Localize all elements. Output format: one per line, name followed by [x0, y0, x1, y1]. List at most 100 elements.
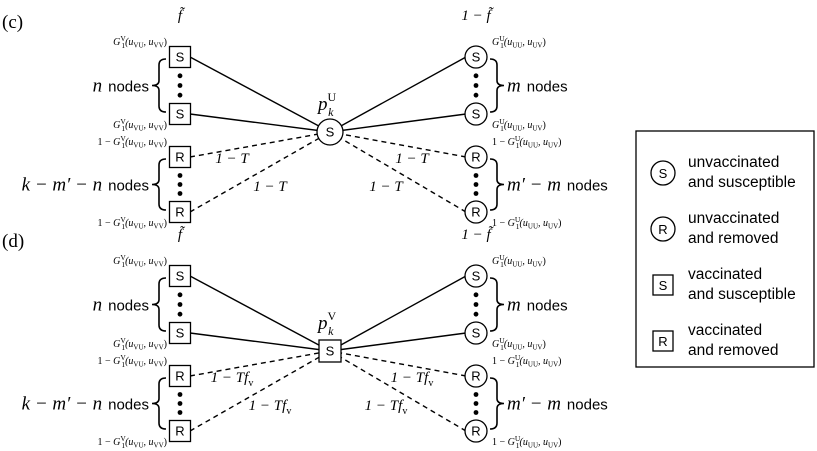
solid-edge — [329, 332, 467, 352]
legend-circle-icon — [650, 160, 676, 186]
solid-edge — [189, 113, 331, 133]
ellipsis-dot — [473, 410, 479, 415]
node-label: S — [472, 269, 481, 284]
ellipsis-dots — [473, 73, 479, 98]
right-removed-node: R — [464, 200, 488, 224]
left-susceptible-node: S — [168, 264, 192, 288]
ellipsis-dot — [473, 92, 479, 98]
ellipsis-dot — [177, 191, 183, 196]
left-group-probability: f̃ — [178, 7, 185, 24]
square-node-shape — [168, 264, 192, 288]
left-removed-node: R — [168, 364, 192, 388]
legend-line2: and removed — [688, 342, 778, 359]
legend-line1: unvaccinated — [688, 154, 779, 171]
square-node-shape — [168, 419, 192, 443]
ellipsis-dot — [473, 401, 479, 406]
square-node-shape — [318, 339, 342, 363]
legend-square-icon — [652, 330, 674, 352]
left-group-probability: f̃ — [178, 226, 185, 243]
node-label: S — [176, 326, 185, 341]
ellipsis-dot — [177, 401, 183, 406]
solid-edge — [329, 275, 467, 352]
ellipsis-dot — [473, 83, 479, 88]
legend-line1: unvaccinated — [688, 210, 779, 227]
transmission-label: 1 − Tfv — [365, 398, 408, 417]
legend-line2: and removed — [688, 230, 778, 247]
node-label: R — [471, 205, 480, 220]
center-node: S — [316, 118, 344, 146]
ellipsis-dots — [473, 392, 479, 415]
ellipsis-dots — [473, 173, 479, 196]
right-susceptible-node: S — [464, 321, 488, 345]
right-brace — [489, 377, 505, 430]
ellipsis-dot — [177, 173, 183, 178]
ellipsis-dots — [473, 292, 479, 317]
legend-line1: vaccinated — [688, 322, 762, 339]
ellipsis-dot — [177, 311, 183, 317]
ellipsis-dot — [473, 182, 479, 187]
ellipsis-dot — [473, 73, 479, 79]
panel-label: (c) — [2, 12, 23, 33]
transmission-label: 1 − T — [369, 179, 404, 195]
ellipsis-dot — [473, 173, 479, 178]
legend-square-icon — [652, 274, 674, 296]
circle-node-shape — [464, 321, 488, 345]
solid-edge — [329, 56, 467, 133]
ellipsis-dots — [177, 173, 183, 196]
ellipsis-dot — [473, 292, 479, 298]
edges — [189, 56, 467, 213]
ellipsis-dot — [473, 392, 479, 397]
right-group-probability: 1 − f̃ — [461, 226, 494, 243]
node-label: R — [471, 424, 480, 439]
node-label: R — [175, 150, 184, 165]
left-brace — [151, 58, 167, 113]
circle-node-shape — [464, 45, 488, 69]
square-node-shape — [168, 321, 192, 345]
left-brace — [151, 277, 167, 332]
left-removed-node: R — [168, 419, 192, 443]
node-label: S — [472, 326, 481, 341]
dashed-edge — [189, 350, 331, 377]
square-node-shape — [168, 364, 192, 388]
ellipsis-dot — [177, 410, 183, 415]
node-label: R — [175, 369, 184, 384]
circle-node-shape — [464, 264, 488, 288]
ellipsis-dot — [177, 92, 183, 98]
right-susceptible-node: S — [464, 264, 488, 288]
ellipsis-dots — [177, 392, 183, 415]
node-label: R — [471, 369, 480, 384]
left-removed-node: R — [168, 200, 192, 224]
node-label: S — [326, 344, 335, 359]
transmission-label: 1 − Tfv — [249, 398, 292, 417]
node-label: R — [471, 150, 480, 165]
transmission-label: 1 − T — [253, 179, 288, 195]
square-node-shape — [168, 200, 192, 224]
dashed-edge — [329, 131, 467, 213]
transmission-label: 1 − Tfv — [211, 370, 254, 389]
dashed-edge — [189, 131, 331, 158]
ellipsis-dot — [177, 73, 183, 79]
dashed-edge — [189, 350, 331, 432]
square-node-shape — [168, 102, 192, 126]
legend-node-label: S — [659, 166, 668, 181]
right-susceptible-node: S — [464, 102, 488, 126]
